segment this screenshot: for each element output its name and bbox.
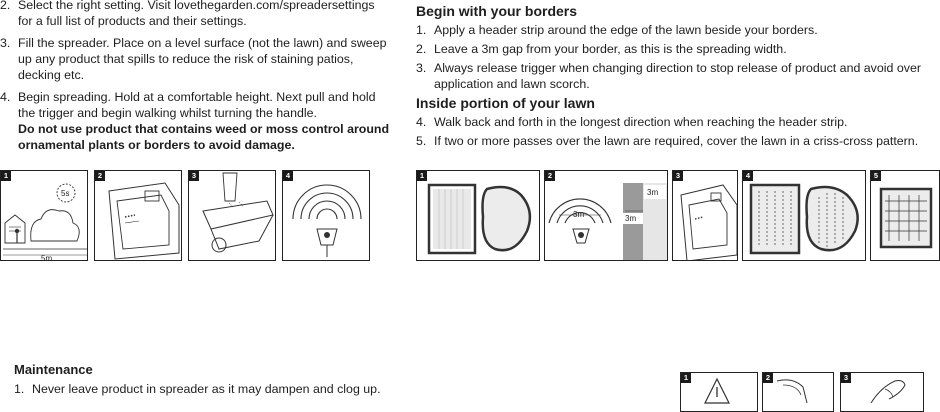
clean-hand-icon [870, 380, 906, 404]
gap-side-label: 3m [625, 214, 636, 223]
figure-spread-handle: 4 [282, 170, 370, 261]
criss-cross-illustration [879, 187, 933, 249]
spread-illustration [292, 184, 362, 257]
trigger-illustration [680, 184, 737, 260]
step-text: Walk back and forth in the longest direc… [434, 115, 848, 129]
inside-steps-list: 4. Walk back and forth in the longest di… [416, 114, 940, 149]
figure-badge: 3 [841, 373, 851, 383]
figure-release-trigger: 3 [672, 170, 738, 261]
dial-illustration [108, 182, 180, 260]
step-text: If two or more passes over the lawn are … [434, 134, 919, 148]
figure-header-strip: 1 [416, 170, 540, 261]
step-number: 4. [0, 90, 11, 104]
figure-back-and-forth: 4 [742, 170, 866, 261]
step-text: Never leave product in spreader as it ma… [32, 382, 381, 396]
figure-badge: 2 [763, 373, 773, 383]
walk-illustration: 5s 5m [3, 183, 87, 261]
figure-badge: 1 [417, 171, 427, 181]
figure-badge: 3 [673, 171, 683, 181]
maintenance-steps-list: 1. Never leave product in spreader as it… [14, 381, 434, 397]
step-text: Always release trigger when changing dir… [434, 61, 921, 91]
step-text: Begin spreading. Hold at a comfortable h… [18, 89, 390, 153]
figure-badge: 3 [189, 171, 199, 181]
header-strip-illustration [427, 183, 532, 255]
list-item: 4. Walk back and forth in the longest di… [416, 114, 940, 130]
step-number: 3. [0, 36, 11, 50]
step-number: 1. [416, 23, 427, 37]
spread-width-label: 3m [573, 210, 584, 219]
maintenance-section: Maintenance 1. Never leave product in sp… [14, 362, 434, 403]
figure-badge: 4 [743, 171, 753, 181]
figure-criss-cross: 5 [870, 170, 940, 261]
back-forth-illustration [749, 183, 859, 255]
list-item: 3. Always release trigger when changing … [416, 60, 940, 92]
right-column: Begin with your borders 1. Apply a heade… [416, 0, 940, 261]
list-item: 4. Begin spreading. Hold at a comfortabl… [0, 89, 390, 153]
figure-badge: 4 [283, 171, 293, 181]
distance-label: 5m [41, 254, 52, 261]
warning-text: Do not use product that contains weed or… [18, 122, 390, 152]
step-number: 5. [416, 134, 427, 148]
step-number: 4. [416, 115, 427, 129]
figure-badge: 2 [95, 171, 105, 181]
step-text: Select the right setting. Visit lovetheg… [18, 0, 375, 28]
figure-badge: 1 [681, 373, 691, 383]
empty-spreader-icon [776, 379, 808, 404]
fill-illustration [202, 172, 274, 253]
step-number: 1. [14, 382, 25, 396]
step-text: Leave a 3m gap from your border, as this… [434, 42, 787, 56]
figure-walk-distance: 1 5s 5m [0, 170, 88, 261]
list-item: 2. Leave a 3m gap from your border, as t… [416, 41, 940, 57]
spreading-steps-list: 2. Select the right setting. Visit lovet… [0, 0, 390, 159]
list-item: 1. Never leave product in spreader as it… [14, 381, 434, 397]
warning-triangle-icon [704, 377, 730, 404]
step-text: Apply a header strip around the edge of … [434, 23, 818, 37]
maintenance-figure-3: 3 [840, 372, 924, 412]
step-text: Fill the spreader. Place on a level surf… [18, 36, 387, 82]
list-item: 2. Select the right setting. Visit lovet… [0, 0, 390, 29]
step-number: 2. [0, 0, 11, 12]
list-item: 5. If two or more passes over the lawn a… [416, 133, 940, 149]
figure-badge: 2 [545, 171, 555, 181]
borders-heading: Begin with your borders [416, 3, 578, 19]
figure-fill-spreader: 3 [188, 170, 276, 261]
list-item: 1. Apply a header strip around the edge … [416, 22, 940, 38]
step-number: 2. [416, 42, 427, 56]
figure-setting-dial: 2 [94, 170, 182, 261]
maintenance-figure-2: 2 [762, 372, 834, 412]
maintenance-figure-1: 1 [680, 372, 758, 412]
figure-spread-width: 2 3m 3m 3m [544, 170, 668, 261]
step-number: 3. [416, 61, 427, 75]
figure-badge: 1 [1, 171, 11, 181]
list-item: 3. Fill the spreader. Place on a level s… [0, 35, 390, 83]
gap-top-label: 3m [647, 188, 658, 197]
step-body: Begin spreading. Hold at a comfortable h… [18, 90, 376, 120]
timer-label: 5s [61, 189, 69, 198]
figure-badge: 5 [871, 171, 881, 181]
maintenance-heading: Maintenance [14, 362, 93, 377]
borders-steps-list: 1. Apply a header strip around the edge … [416, 22, 940, 92]
inside-heading: Inside portion of your lawn [416, 95, 595, 111]
spread-width-illustration: 3m 3m 3m [548, 183, 667, 260]
